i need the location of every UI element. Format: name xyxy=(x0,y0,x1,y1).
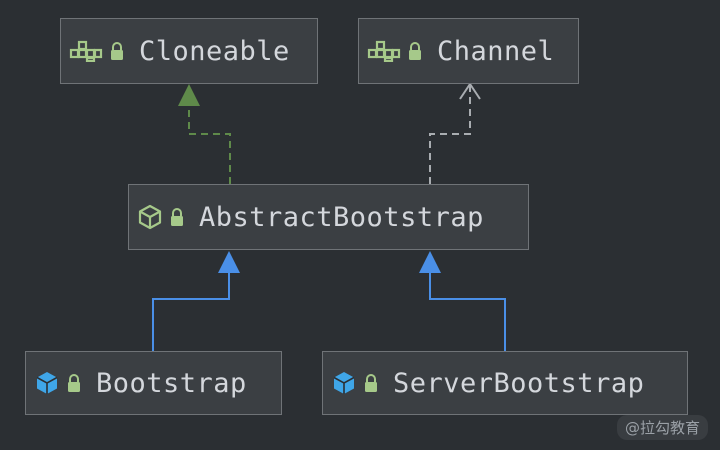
lock-icon xyxy=(169,207,185,227)
node-channel[interactable]: Channel xyxy=(358,18,579,84)
edge-abstractbootstrap-cloneable xyxy=(188,106,231,184)
edge-serverbootstrap-abstractbootstrap xyxy=(429,273,506,351)
lock-icon xyxy=(407,41,423,61)
lock-icon xyxy=(363,373,379,393)
interface-icon xyxy=(367,40,401,62)
class-icon xyxy=(331,370,357,396)
node-label: ServerBootstrap xyxy=(393,367,645,399)
edge-abstractbootstrap-channel xyxy=(429,86,471,184)
edge-bootstrap-abstractbootstrap xyxy=(152,273,230,351)
node-label: Bootstrap xyxy=(96,367,247,399)
node-label: Channel xyxy=(437,35,555,67)
lock-icon xyxy=(109,41,125,61)
arrowhead-extends-bootstrap xyxy=(218,251,240,273)
abstract-class-icon xyxy=(137,204,163,230)
arrowhead-open xyxy=(459,82,481,100)
node-abstractbootstrap[interactable]: AbstractBootstrap xyxy=(128,184,529,250)
node-serverbootstrap[interactable]: ServerBootstrap xyxy=(322,351,688,415)
node-cloneable[interactable]: Cloneable xyxy=(60,18,318,84)
class-icon xyxy=(34,370,60,396)
arrowhead-extends-serverbootstrap xyxy=(419,251,441,273)
node-label: AbstractBootstrap xyxy=(199,201,484,233)
lock-icon xyxy=(66,373,82,393)
watermark: @拉勾教育 xyxy=(616,415,708,440)
arrowhead-implements xyxy=(178,84,200,106)
node-label: Cloneable xyxy=(139,35,290,67)
interface-icon xyxy=(69,40,103,62)
node-bootstrap[interactable]: Bootstrap xyxy=(25,351,282,415)
